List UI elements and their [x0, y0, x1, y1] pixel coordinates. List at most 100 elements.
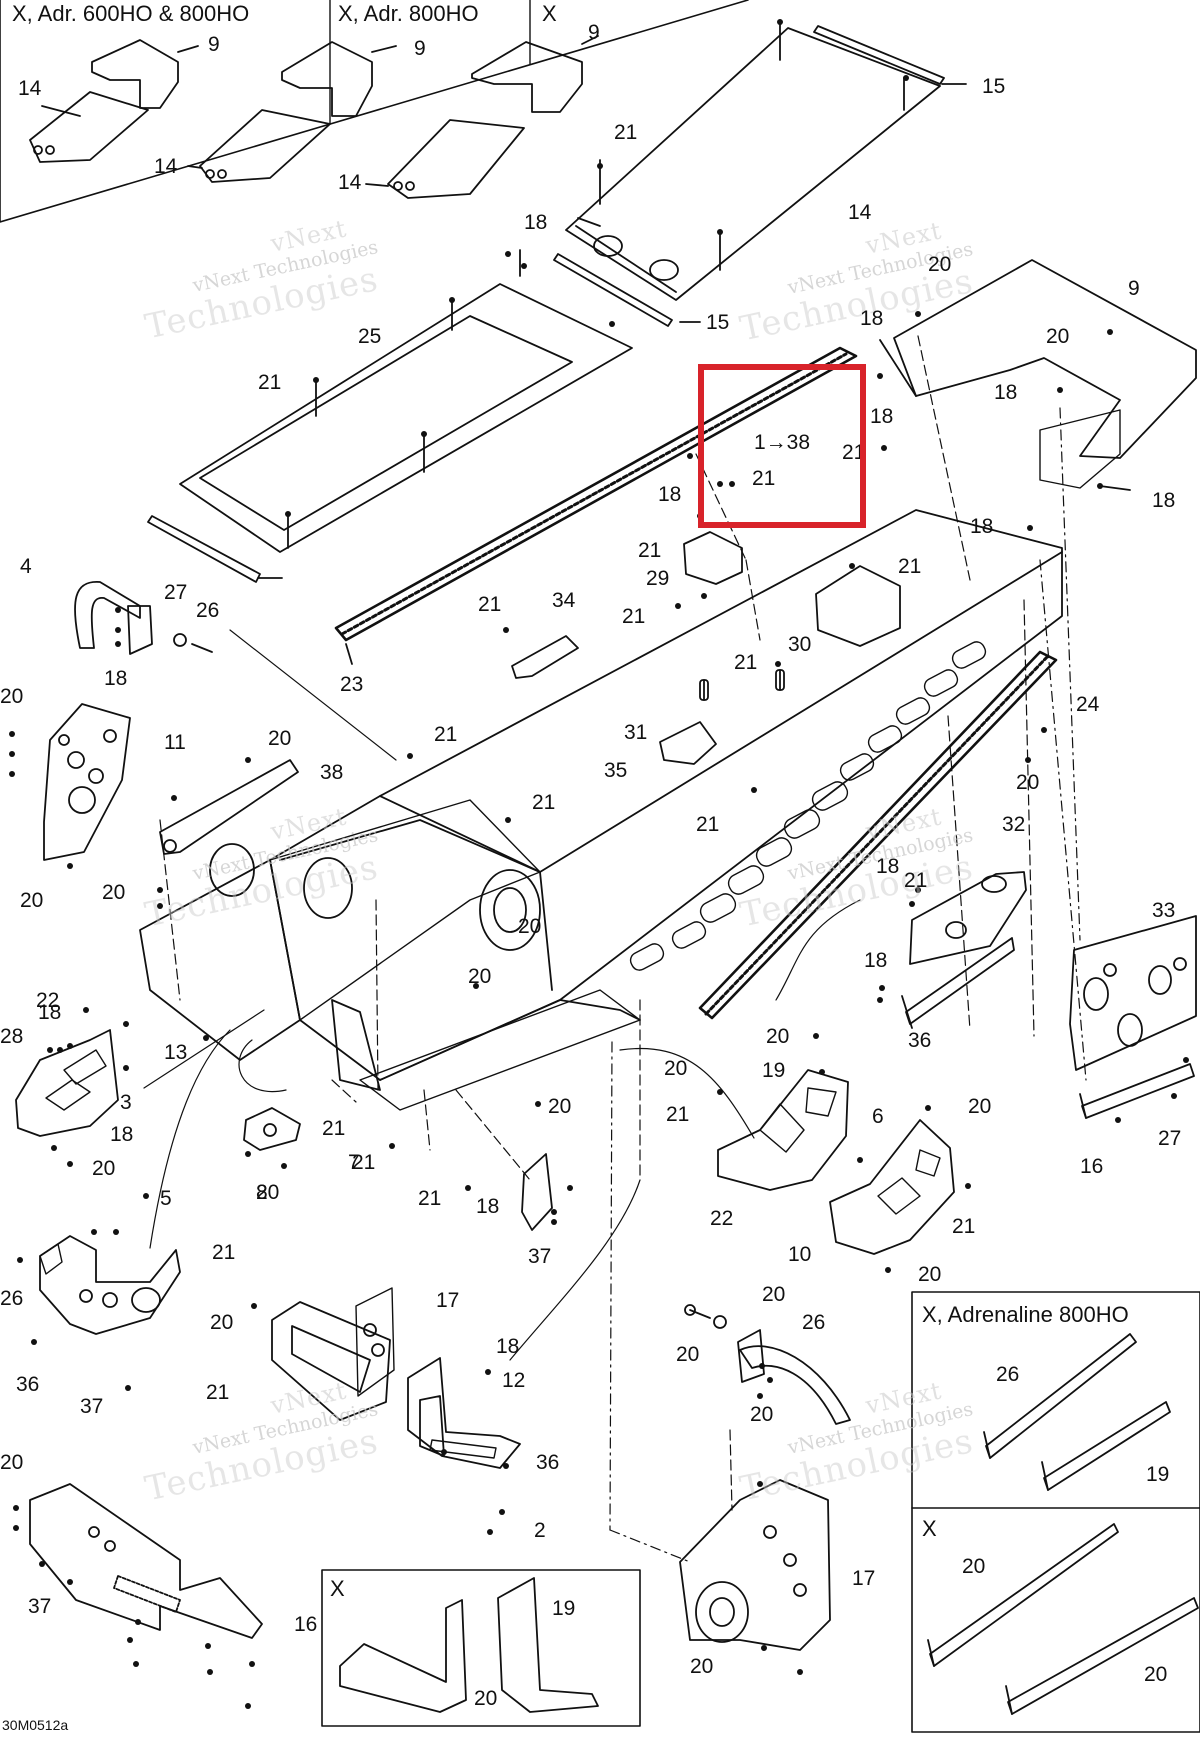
- callout-label: 18: [476, 1195, 500, 1218]
- callout-label: 37: [528, 1245, 552, 1268]
- callout-label: 6: [872, 1105, 884, 1128]
- callout-label: 2: [534, 1519, 546, 1542]
- callout-label: 3: [120, 1091, 132, 1114]
- callout-label: 21: [212, 1241, 236, 1264]
- strip-36-upper: [901, 937, 1015, 1029]
- leader-lines: [143, 335, 1087, 1563]
- bracket-5: [684, 1304, 851, 1425]
- callout-label: 15: [982, 75, 1006, 98]
- callout-label: 20: [1046, 325, 1070, 348]
- callout-label: 18: [110, 1123, 134, 1146]
- callout-label: 17: [436, 1289, 460, 1312]
- callout-label: 18: [970, 515, 994, 538]
- callout-label: 10: [788, 1243, 812, 1266]
- bracket-7: [717, 1069, 849, 1191]
- callout-label: 26: [802, 1311, 826, 1334]
- footrest-17: [407, 1357, 521, 1469]
- callout-label: 26: [996, 1363, 1020, 1386]
- callout-label: 27: [164, 581, 188, 604]
- callout-label: 11: [164, 731, 186, 754]
- bracket-38: [159, 759, 299, 855]
- inset-title-a: X, Adr. 600HO & 800HO: [12, 1, 250, 26]
- callout-label: 18: [658, 483, 682, 506]
- callout-label: 22: [710, 1207, 734, 1230]
- callout-label: 21: [752, 467, 776, 490]
- bottom-inset-frame: [321, 1569, 641, 1727]
- rail-24: [698, 650, 1058, 1020]
- panel-14-upper: [553, 19, 967, 327]
- strip-37-upper: [1079, 1063, 1195, 1119]
- callout-label: 35: [604, 759, 628, 782]
- callout-label: 20: [102, 881, 126, 904]
- callout-label: 26: [0, 1287, 24, 1310]
- callout-label: 29: [646, 567, 670, 590]
- callout-label: 20: [664, 1057, 688, 1080]
- inset-c-parts: [365, 35, 599, 199]
- callout-label: 28: [0, 1025, 24, 1048]
- callout-label: 20: [918, 1263, 942, 1286]
- callout-label: 18: [1152, 489, 1176, 512]
- callout-label: 18: [994, 381, 1018, 404]
- callout-label: 24: [1076, 693, 1100, 716]
- callout-label: 14: [848, 201, 872, 224]
- callout-label: 36: [16, 1373, 40, 1396]
- callout-label: 7: [348, 1151, 360, 1174]
- footrest-16: [271, 1287, 395, 1421]
- callout-label: 5: [160, 1187, 172, 1210]
- callout-label: 13: [164, 1041, 188, 1064]
- callout-label: 9: [1128, 277, 1140, 300]
- callout-label: 20: [928, 253, 952, 276]
- callout-label: 21: [322, 1117, 346, 1140]
- callout-label: 20: [968, 1095, 992, 1118]
- inset-title-b: X, Adr. 800HO: [338, 1, 479, 26]
- callout-label: 19: [1146, 1463, 1170, 1486]
- inset-title-c: X: [542, 1, 557, 26]
- callout-label: 20: [676, 1343, 700, 1366]
- callout-label: 31: [624, 721, 648, 744]
- callout-label: 21: [532, 791, 556, 814]
- highlight-box: [698, 364, 866, 528]
- callout-label: 20: [468, 965, 492, 988]
- drawing-code: 30M0512a: [2, 1717, 69, 1733]
- callout-label: 18: [38, 1001, 62, 1024]
- callout-label: 15: [706, 311, 730, 334]
- callout-label: 16: [1080, 1155, 1104, 1178]
- tunnel-body: [139, 509, 1063, 1111]
- callout-label: 1→38: [754, 431, 811, 454]
- callout-label: 9: [588, 21, 600, 44]
- callout-label: 21: [434, 723, 458, 746]
- callout-label: 18: [864, 949, 888, 972]
- callout-label: 21: [258, 371, 282, 394]
- callout-label: 20: [92, 1157, 116, 1180]
- bracket-10: [39, 1235, 181, 1335]
- callout-label: 20: [518, 915, 542, 938]
- plate-12: [679, 1479, 831, 1651]
- callout-label: 25: [358, 325, 382, 348]
- bracket-13: [243, 1107, 301, 1151]
- plate-33: [1069, 915, 1197, 1071]
- fastener-markers: [9, 19, 1189, 1709]
- callout-label: 21: [734, 651, 758, 674]
- inset-a-parts: [29, 39, 199, 163]
- callout-label: 22: [36, 989, 60, 1012]
- callout-label: 32: [1002, 813, 1026, 836]
- callout-label: 21: [206, 1381, 230, 1404]
- plate-11: [43, 703, 131, 861]
- callout-label: 20: [962, 1555, 986, 1578]
- callout-label: 21: [842, 441, 866, 464]
- callout-label: 20: [750, 1403, 774, 1426]
- callout-label: 20: [548, 1095, 572, 1118]
- callout-label: 27: [1158, 1127, 1182, 1150]
- callout-label: 18: [870, 405, 894, 428]
- callout-label: 20: [1144, 1663, 1168, 1686]
- callout-label: 21: [952, 1215, 976, 1238]
- callout-label: 26: [196, 599, 220, 622]
- callout-label: 17: [852, 1567, 876, 1590]
- callout-label: 18: [876, 855, 900, 878]
- callout-label: 21: [898, 555, 922, 578]
- callout-label: 34: [552, 589, 576, 612]
- plate-3: [15, 1029, 119, 1137]
- top-inset-frame: [0, 0, 749, 223]
